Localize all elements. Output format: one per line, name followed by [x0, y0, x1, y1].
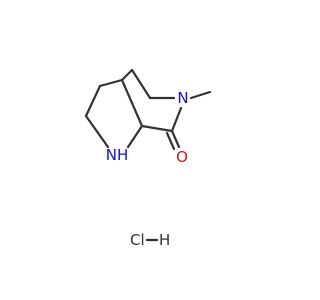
bond-c7-o-1: [170, 129, 181, 149]
bond-n2-c1: [126, 124, 144, 149]
o-carbonyl-atom-label: O: [176, 148, 188, 166]
bond-c7-o-2: [165, 131, 176, 151]
bond-c1-c7: [140, 124, 174, 133]
bond-n6-c7: [170, 106, 183, 133]
bond-c4-c3: [84, 84, 102, 118]
bond-c5-c4: [98, 78, 124, 88]
bond-bridge-right: [130, 68, 152, 100]
n-methyl-atom-label: N: [177, 89, 188, 107]
bond-c3-n2: [84, 114, 110, 149]
nh-atom-label: NH: [106, 146, 129, 164]
bond-n6-methyl: [189, 90, 212, 100]
molecule-structure: NH N O Cl H: [84, 68, 212, 249]
hydrogen-label: H: [159, 231, 170, 249]
bond-c5-c1: [120, 78, 144, 128]
bond-bridge-left: [120, 68, 134, 82]
chlorine-label: Cl: [130, 231, 145, 249]
molecule-canvas: NH N O Cl H: [84, 68, 212, 249]
